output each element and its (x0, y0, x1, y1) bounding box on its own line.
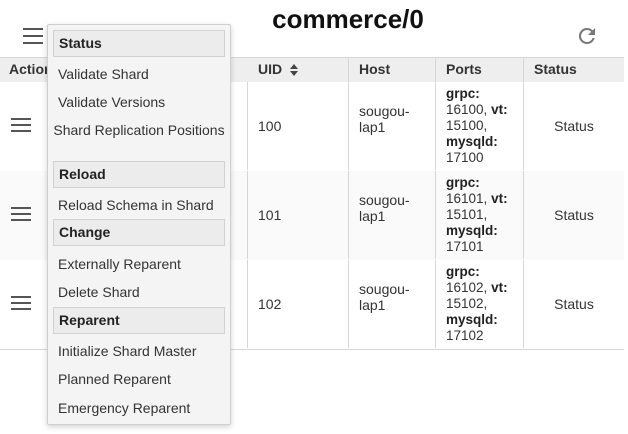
vt-label: vt: (491, 102, 508, 117)
status-cell: Status (554, 296, 594, 312)
status-cell: Status (554, 207, 594, 223)
grpc-port: 16102 (446, 280, 484, 295)
actions-cell (0, 260, 248, 348)
menu-item-validate-versions[interactable]: Validate Versions (58, 94, 166, 110)
grpc-port: 16101 (446, 191, 484, 206)
menu-item-shard-replication-positions[interactable]: Shard Replication Positions (53, 122, 225, 138)
row-menu-icon[interactable] (11, 207, 31, 221)
menu-item-emergency-reparent[interactable]: Emergency Reparent (58, 400, 191, 416)
status-cell: Status (554, 118, 594, 134)
vt-port: 15101 (446, 207, 484, 222)
actions-cell (0, 171, 248, 259)
uid-cell: 101 (248, 171, 349, 259)
vt-port: 15102 (446, 296, 484, 311)
mysqld-port: 17101 (446, 239, 484, 254)
mysqld-port: 17102 (446, 328, 484, 343)
mysqld-label: mysqld: (446, 134, 498, 149)
ports-cell: grpc: 16102, vt: 15102, mysqld: 17102 (436, 260, 524, 348)
grpc-label: grpc: (446, 86, 480, 101)
uid-cell: 102 (248, 260, 349, 348)
menu-item-initialize-shard-master[interactable]: Initialize Shard Master (58, 343, 197, 359)
mysqld-label: mysqld: (446, 223, 498, 238)
grpc-label: grpc: (446, 264, 480, 279)
sort-icon[interactable] (290, 64, 299, 77)
column-host: Host (349, 58, 436, 82)
page-title: commerce/0 (272, 4, 424, 34)
menu-item-validate-shard[interactable]: Validate Shard (58, 66, 149, 82)
grpc-port: 16100 (446, 102, 484, 117)
vt-label: vt: (491, 191, 508, 206)
menu-item-reload-schema[interactable]: Reload Schema in Shard (58, 197, 214, 213)
mysqld-port: 17100 (446, 150, 484, 165)
row-menu-icon[interactable] (11, 296, 31, 310)
column-uid[interactable]: UID (248, 58, 349, 82)
menu-item-delete-shard[interactable]: Delete Shard (58, 284, 140, 300)
menu-group-change: Change (53, 219, 225, 246)
vt-label: vt: (491, 280, 508, 295)
grpc-label: grpc: (446, 175, 480, 190)
actions-cell (0, 82, 248, 170)
shard-actions-menu: Status Validate Shard Validate Versions … (47, 24, 231, 425)
hamburger-icon[interactable] (23, 28, 43, 44)
menu-item-externally-reparent[interactable]: Externally Reparent (58, 256, 181, 272)
refresh-icon[interactable] (575, 24, 599, 48)
menu-group-reload: Reload (53, 161, 225, 188)
row-menu-icon[interactable] (11, 118, 31, 132)
column-status: Status (534, 61, 577, 77)
column-actions: Actions (0, 58, 60, 82)
ports-cell: grpc: 16101, vt: 15101, mysqld: 17101 (436, 171, 524, 259)
ports-cell: grpc: 16100, vt: 15100, mysqld: 17100 (436, 82, 524, 170)
menu-group-reparent: Reparent (53, 307, 225, 334)
menu-group-status: Status (53, 30, 225, 57)
host-cell: sougou-lap1 (349, 82, 436, 170)
uid-cell: 100 (248, 82, 349, 170)
column-ports: Ports (436, 58, 524, 82)
host-cell: sougou-lap1 (349, 260, 436, 348)
mysqld-label: mysqld: (446, 312, 498, 327)
column-uid-label: UID (258, 61, 283, 77)
host-cell: sougou-lap1 (349, 171, 436, 259)
menu-item-planned-reparent[interactable]: Planned Reparent (58, 371, 171, 387)
vt-port: 15100 (446, 118, 484, 133)
